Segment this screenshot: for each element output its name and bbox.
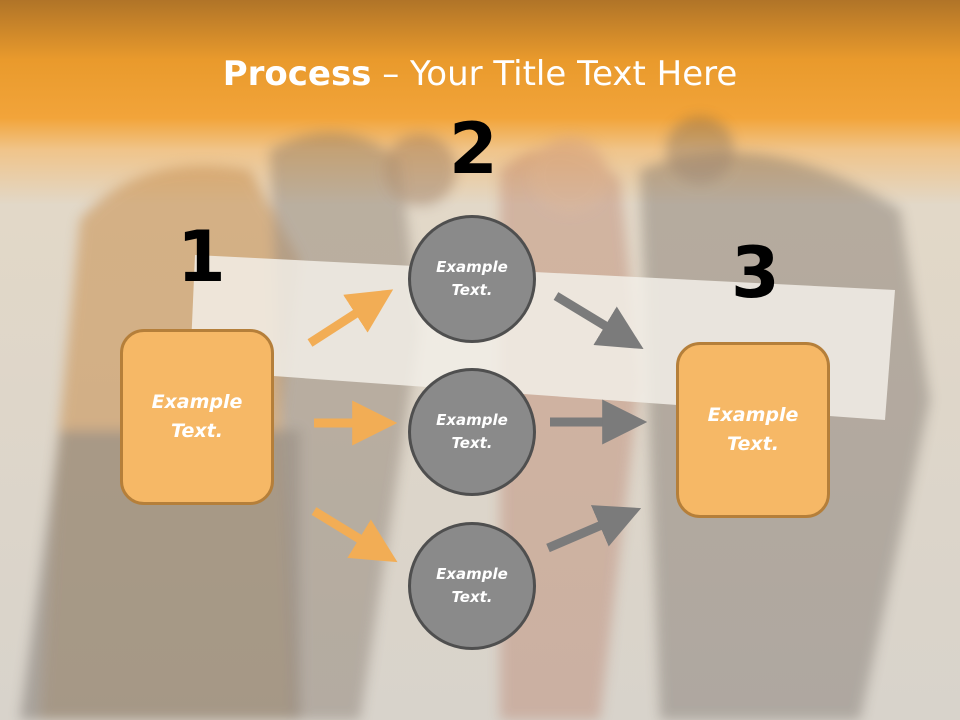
left-box: Example Text. [120,329,274,505]
circle-top-label: Example Text. [436,258,508,299]
circle-top: Example Text. [408,215,536,343]
circle-middle-label: Example Text. [436,411,508,452]
arrow-left-to-bottom [311,507,398,563]
step-number-3: 3 [731,232,780,314]
arrow-left-to-top [307,289,394,347]
right-box: Example Text. [676,342,830,518]
circle-bottom-label: Example Text. [436,565,508,606]
arrow-top-to-right [553,292,644,350]
title-bold: Process [222,54,372,94]
right-box-label: Example Text. [707,404,799,455]
step-number-1: 1 [177,216,226,298]
left-box-label: Example Text. [151,391,243,442]
arrow-bottom-to-right [546,505,642,553]
title-rest: – Your Title Text Here [371,54,738,94]
circle-middle: Example Text. [408,368,536,496]
step-number-2: 2 [449,108,498,190]
slide-title: Process – Your Title Text Here [0,52,960,96]
circle-bottom: Example Text. [408,522,536,650]
